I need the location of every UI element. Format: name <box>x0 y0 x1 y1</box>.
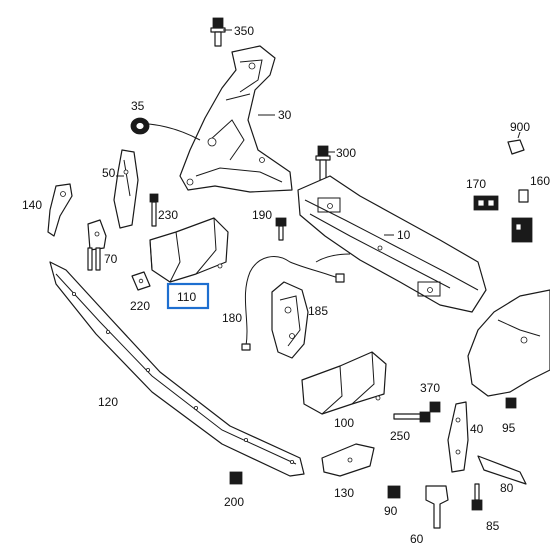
strip-80[interactable] <box>477 455 527 485</box>
connector-900[interactable] <box>507 139 525 155</box>
impact-bracket-110[interactable] <box>149 217 229 283</box>
bolt-95[interactable] <box>505 397 517 409</box>
callout-370: 370 <box>420 381 440 395</box>
bracket-50[interactable] <box>113 149 139 229</box>
bolt-250[interactable] <box>393 411 431 423</box>
callout-40: 40 <box>470 422 484 436</box>
bolt-230[interactable] <box>149 193 159 227</box>
bracket-60[interactable] <box>425 485 449 529</box>
callout-230: 230 <box>158 208 178 222</box>
highlight-box-110 <box>166 282 210 310</box>
callout-200: 200 <box>224 495 244 509</box>
callout-50: 50 <box>102 166 116 180</box>
bolt-85[interactable] <box>471 483 483 511</box>
callout-350: 350 <box>234 24 254 38</box>
callout-250: 250 <box>390 429 410 443</box>
bracket-70[interactable] <box>87 219 107 271</box>
support-strut-30[interactable] <box>179 45 293 193</box>
mount-plate-185[interactable] <box>271 281 309 359</box>
grommet-35[interactable] <box>130 117 150 135</box>
bolt-300[interactable] <box>315 145 331 181</box>
callout-170: 170 <box>466 177 486 191</box>
callout-30: 30 <box>278 108 292 122</box>
callout-10: 10 <box>397 228 411 242</box>
bracket-130[interactable] <box>321 443 375 477</box>
callout-220: 220 <box>130 299 150 313</box>
bolt-200[interactable] <box>229 471 243 485</box>
callout-35: 35 <box>131 99 145 113</box>
callout-90: 90 <box>384 504 398 518</box>
callout-140: 140 <box>22 198 42 212</box>
callout-95: 95 <box>502 421 516 435</box>
callout-60: 60 <box>410 532 424 546</box>
callout-160: 160 <box>530 174 550 188</box>
bolt-370[interactable] <box>429 401 441 413</box>
plate-220[interactable] <box>131 271 151 291</box>
callout-120: 120 <box>98 395 118 409</box>
callout-80: 80 <box>500 481 514 495</box>
callout-900: 900 <box>510 120 530 134</box>
cable-180[interactable] <box>241 256 345 351</box>
clip-160[interactable] <box>511 189 533 243</box>
callout-110[interactable]: 110 <box>177 290 196 304</box>
bumper-bar-120[interactable] <box>49 261 305 477</box>
bolt-350[interactable] <box>210 17 226 47</box>
clip-140[interactable] <box>47 183 73 237</box>
bolt-90[interactable] <box>387 485 401 499</box>
callout-185: 185 <box>308 304 328 318</box>
callout-180: 180 <box>222 311 242 325</box>
callout-300: 300 <box>336 146 356 160</box>
fender-panel[interactable] <box>467 289 550 397</box>
callout-130: 130 <box>334 486 354 500</box>
impact-bracket-100[interactable] <box>301 351 387 415</box>
cross-member-10[interactable] <box>297 175 487 313</box>
callout-190: 190 <box>252 208 272 222</box>
callout-85: 85 <box>486 519 500 533</box>
callout-70: 70 <box>104 252 118 266</box>
bolt-190[interactable] <box>275 217 287 241</box>
callout-100: 100 <box>334 416 354 430</box>
bracket-40[interactable] <box>447 401 469 473</box>
clip-170[interactable] <box>473 195 499 211</box>
